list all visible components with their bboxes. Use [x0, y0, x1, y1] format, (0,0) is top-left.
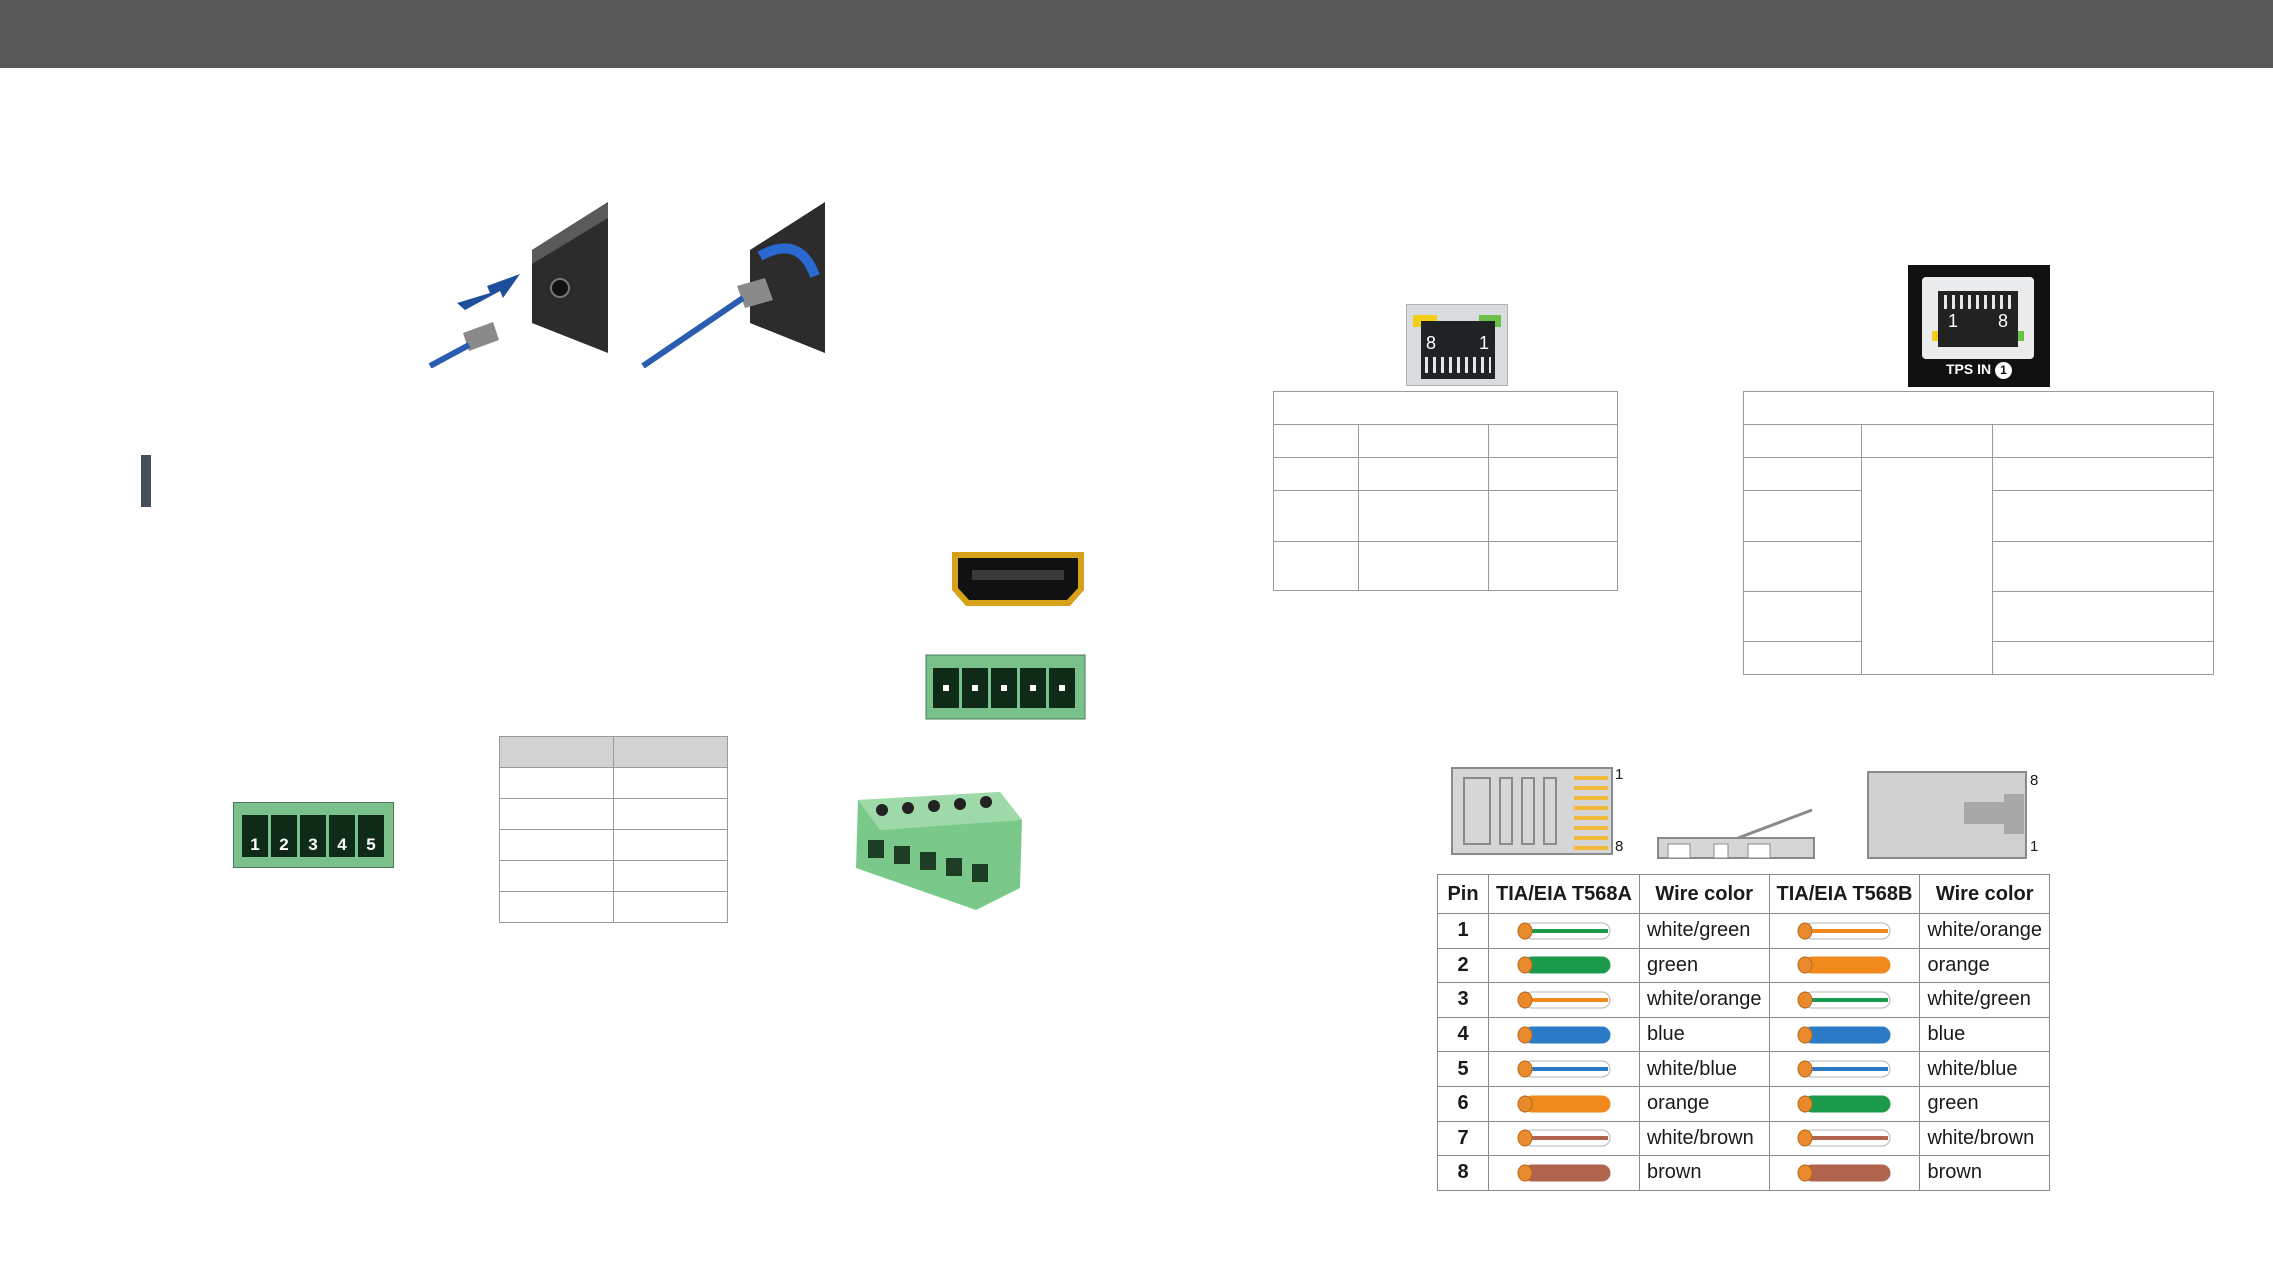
t568b-wire-cell — [1768, 947, 1921, 984]
column-header: Pin — [1437, 874, 1489, 914]
column-header: TIA/EIA T568B — [1768, 874, 1921, 914]
wire-swatch-icon — [1517, 956, 1611, 974]
phoenix-5pole-connector-icon — [925, 654, 1086, 720]
terminal-block-icon: 1 2 3 4 5 — [233, 802, 394, 868]
t568a-wire-cell — [1488, 1085, 1640, 1122]
rj45-pin-label: 8 — [1426, 333, 1437, 353]
t568b-wire-cell — [1768, 982, 1921, 1018]
wire-swatch-icon — [1797, 956, 1891, 974]
t568a-wire-cell — [1488, 982, 1640, 1018]
column-header: Wire color — [1919, 874, 2050, 914]
hdmi-port-icon — [952, 552, 1084, 606]
t568a-wire-cell — [1488, 1120, 1640, 1157]
pin-number: 1 — [1437, 913, 1489, 949]
t568b-wire-color: white/blue — [1919, 1051, 2050, 1087]
table-row: 3 white/orange white/green — [1437, 982, 2050, 1018]
t568b-wire-color: white/orange — [1919, 913, 2050, 949]
tps-pin-table — [1743, 391, 2214, 675]
t568b-wire-cell — [1768, 1085, 1921, 1122]
tps-pin-label: 1 — [1948, 311, 1959, 331]
terminal-pin-label: 4 — [329, 815, 355, 857]
t568b-wire-color: white/green — [1919, 982, 2050, 1018]
t568b-wire-cell — [1768, 1051, 1921, 1087]
tps-in-port-icon: 1 8 TPS IN 1 — [1908, 265, 2050, 387]
table-row: 4 blue blue — [1437, 1016, 2050, 1053]
rj45-plug-icon — [1451, 767, 2027, 859]
tps-port-label: TPS IN — [1945, 361, 1992, 377]
wire-swatch-icon — [1517, 1129, 1611, 1147]
pin-number: 7 — [1437, 1120, 1489, 1157]
wire-swatch-icon — [1797, 1095, 1891, 1113]
wire-swatch-icon — [1517, 1164, 1611, 1182]
wire-swatch-icon — [1797, 1129, 1891, 1147]
pin-number: 3 — [1437, 982, 1489, 1018]
wire-swatch-icon — [1517, 1060, 1611, 1078]
table-row: 8 brown brown — [1437, 1155, 2050, 1191]
tps-pin-label: 8 — [1998, 311, 2009, 331]
table-row: 7 white/brown white/brown — [1437, 1120, 2050, 1157]
t568b-wire-color: white/brown — [1919, 1120, 2050, 1157]
table-row: 6 orange green — [1437, 1085, 2050, 1122]
t568a-wire-color: blue — [1638, 1016, 1770, 1053]
t568a-wire-cell — [1488, 1155, 1640, 1191]
pin-number: 6 — [1437, 1085, 1489, 1122]
column-header: TIA/EIA T568A — [1488, 874, 1640, 914]
plug-pin-label: 1 — [2030, 838, 2039, 855]
terminal-pin-label: 2 — [271, 815, 297, 857]
table-row: 5 white/blue white/blue — [1437, 1051, 2050, 1087]
rj45-wiring-table: Pin TIA/EIA T568A Wire color TIA/EIA T56… — [1437, 874, 2050, 1191]
t568a-wire-color: white/orange — [1638, 982, 1770, 1018]
rj45-pin-table — [1273, 391, 1618, 591]
t568a-wire-cell — [1488, 1051, 1640, 1087]
wire-swatch-icon — [1797, 922, 1891, 940]
plug-pin-label: 8 — [1615, 838, 1624, 855]
t568a-wire-color: white/blue — [1638, 1051, 1770, 1087]
pin-number: 4 — [1437, 1016, 1489, 1053]
wire-swatch-icon — [1517, 922, 1611, 940]
wire-swatch-icon — [1517, 1095, 1611, 1113]
wire-swatch-icon — [1517, 991, 1611, 1009]
wire-swatch-icon — [1797, 991, 1891, 1009]
t568b-wire-color: orange — [1919, 947, 2050, 984]
table-row: 2 green orange — [1437, 947, 2050, 984]
plug-pin-label: 1 — [1615, 766, 1624, 783]
t568b-wire-cell — [1768, 1016, 1921, 1053]
t568a-wire-color: green — [1638, 947, 1770, 984]
pin-number: 2 — [1437, 947, 1489, 984]
t568a-wire-cell — [1488, 913, 1640, 949]
phoenix-plug-icon — [856, 792, 1022, 910]
table-row: 1 white/green white/orange — [1437, 913, 2050, 949]
t568a-wire-cell — [1488, 947, 1640, 984]
table-header-row: Pin TIA/EIA T568A Wire color TIA/EIA T56… — [1437, 874, 2050, 914]
t568b-wire-cell — [1768, 1120, 1921, 1157]
terminal-pin-label: 3 — [300, 815, 326, 857]
dc-plug-insert-icon — [428, 202, 825, 368]
pin-number: 5 — [1437, 1051, 1489, 1087]
tps-port-number: 1 — [1995, 362, 2012, 379]
t568b-wire-color: blue — [1919, 1016, 2050, 1053]
terminal-pin-label: 1 — [242, 815, 268, 857]
t568b-wire-color: brown — [1919, 1155, 2050, 1191]
rj45-pin-label: 1 — [1479, 333, 1490, 353]
plug-pin-label: 8 — [2030, 772, 2039, 789]
t568a-wire-color: white/green — [1638, 913, 1770, 949]
header-bar — [0, 0, 2273, 68]
wire-swatch-icon — [1797, 1060, 1891, 1078]
terminal-pin-label: 5 — [358, 815, 384, 857]
terminal-pin-table — [499, 736, 728, 923]
wire-swatch-icon — [1797, 1164, 1891, 1182]
column-header: Wire color — [1638, 874, 1770, 914]
t568b-wire-cell — [1768, 1155, 1921, 1191]
t568b-wire-color: green — [1919, 1085, 2050, 1122]
wire-swatch-icon — [1797, 1026, 1891, 1044]
t568a-wire-color: white/brown — [1638, 1120, 1770, 1157]
pin-number: 8 — [1437, 1155, 1489, 1191]
t568a-wire-cell — [1488, 1016, 1640, 1053]
t568a-wire-color: orange — [1638, 1085, 1770, 1122]
section-marker — [141, 455, 151, 507]
wire-swatch-icon — [1517, 1026, 1611, 1044]
t568b-wire-cell — [1768, 913, 1921, 949]
t568a-wire-color: brown — [1638, 1155, 1770, 1191]
rj45-port-icon: 8 1 — [1406, 304, 1508, 386]
